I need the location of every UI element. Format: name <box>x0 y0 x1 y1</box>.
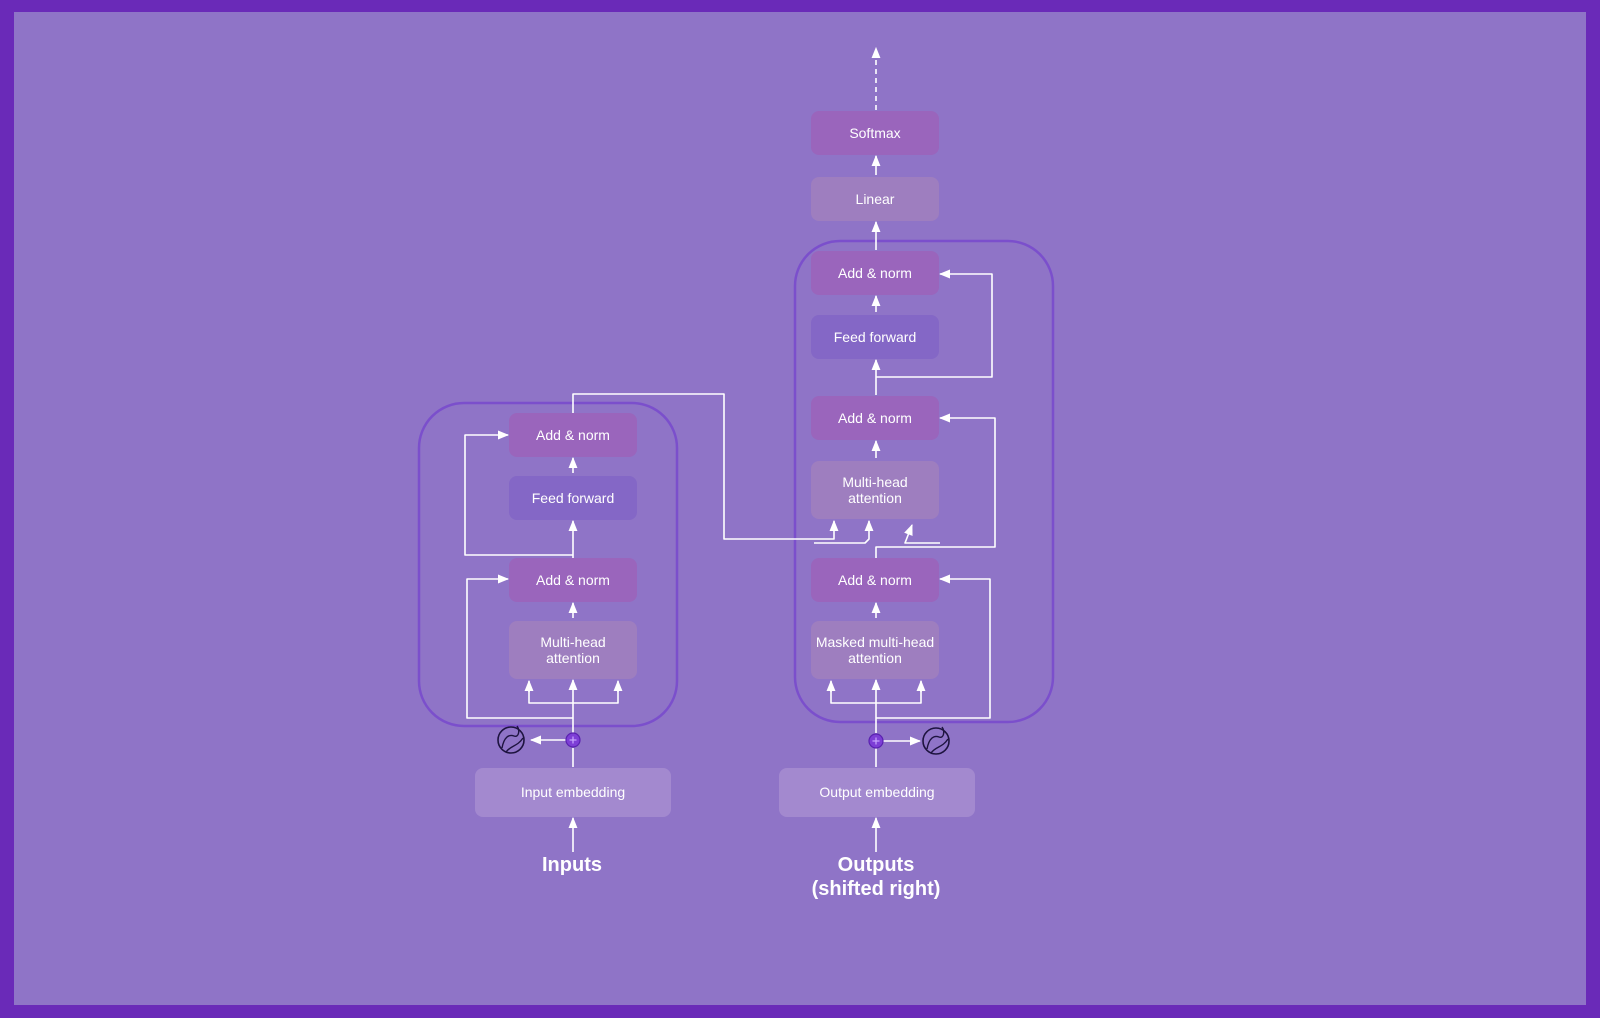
decoder-add-norm-bottom-label: Add & norm <box>838 572 912 588</box>
decoder-feed-forward: Feed forward <box>811 315 939 359</box>
encoder-feed-forward: Feed forward <box>509 476 637 520</box>
decoder-add-node <box>868 733 884 749</box>
decoder-softmax: Softmax <box>811 111 939 155</box>
encoder-add-norm-top-label: Add & norm <box>536 427 610 443</box>
decoder-add-norm-middle-label: Add & norm <box>838 410 912 426</box>
decoder-cross-attention: Multi-head attention <box>811 461 939 519</box>
inputs-label: Inputs <box>542 854 602 876</box>
diagram-canvas: Add & norm Feed forward Add & norm Multi… <box>14 12 1586 1005</box>
encoder-container <box>417 401 679 728</box>
decoder-add-norm-top: Add & norm <box>811 251 939 295</box>
decoder-linear: Linear <box>811 177 939 221</box>
decoder-masked-attention: Masked multi-head attention <box>811 621 939 679</box>
encoder-embedding-label: Input embedding <box>521 784 625 800</box>
masked-attention-label-line1: Masked multi-head <box>816 634 934 650</box>
outputs-label-line2: (shifted right) <box>812 878 941 900</box>
decoder-positional-encoding-icon <box>922 726 950 755</box>
encoder-add-norm-bottom-label: Add & norm <box>536 572 610 588</box>
encoder-attention-label-line1: Multi-head <box>540 634 605 650</box>
encoder-add-node <box>565 732 581 748</box>
encoder-add-norm-top: Add & norm <box>509 413 637 457</box>
decoder-add-norm-middle: Add & norm <box>811 396 939 440</box>
decoder-add-norm-top-label: Add & norm <box>838 265 912 281</box>
masked-attention-label-line2: attention <box>848 650 902 666</box>
encoder-wires <box>464 393 839 852</box>
decoder-output-embedding: Output embedding <box>779 768 975 817</box>
encoder-multi-head-attention: Multi-head attention <box>509 621 637 679</box>
softmax-label: Softmax <box>849 125 900 141</box>
decoder-container <box>793 239 1055 724</box>
encoder-positional-encoding-icon <box>497 725 525 754</box>
linear-label: Linear <box>856 191 895 207</box>
outputs-label-line1: Outputs <box>838 854 915 876</box>
transformer-diagram: Add & norm Feed forward Add & norm Multi… <box>417 46 1055 900</box>
cross-attention-label-line1: Multi-head <box>842 474 907 490</box>
encoder-feed-forward-label: Feed forward <box>532 490 614 506</box>
decoder-embedding-label: Output embedding <box>819 784 934 800</box>
decoder-add-norm-bottom: Add & norm <box>811 558 939 602</box>
cross-attention-label-line2: attention <box>848 490 902 506</box>
decoder-feed-forward-label: Feed forward <box>834 329 916 345</box>
encoder-input-embedding: Input embedding <box>475 768 671 817</box>
encoder-add-norm-bottom: Add & norm <box>509 558 637 602</box>
decoder-wires <box>814 46 996 852</box>
encoder-attention-label-line2: attention <box>546 650 600 666</box>
